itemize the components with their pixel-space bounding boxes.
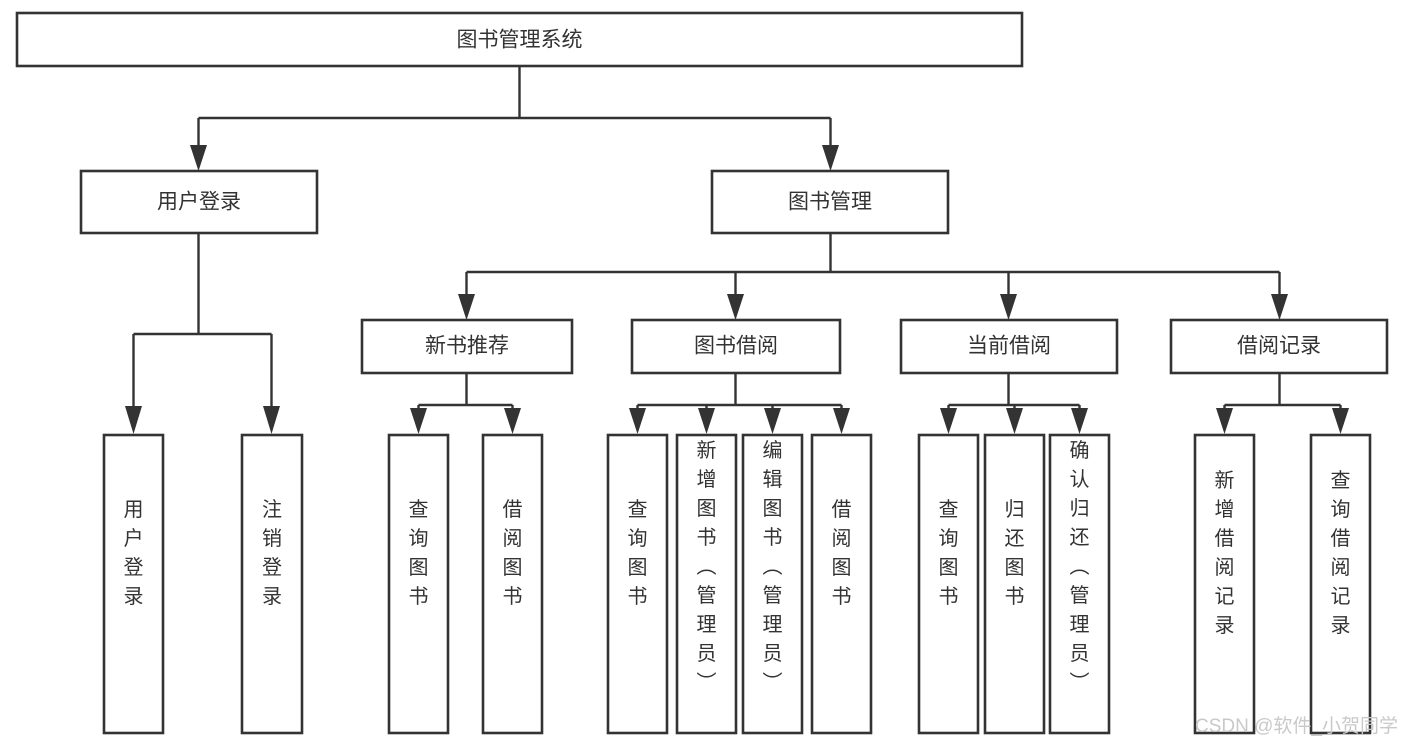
node-new-book-recommend-label: 新书推荐 <box>425 335 509 358</box>
arrow-borrow-record-leaf-2 <box>1332 408 1349 434</box>
leaf-borrow-record-1[interactable]: 新增借阅记录 <box>1193 433 1256 735</box>
arrow-user-login-leaf-2 <box>263 406 280 434</box>
leaf-new-book-1-box[interactable] <box>387 433 450 735</box>
leaf-new-book-2[interactable]: 借阅图书 <box>481 433 544 735</box>
leaf-book-borrow-2-box[interactable] <box>675 433 738 735</box>
leaf-user-login-1[interactable]: 用户登录 <box>102 433 165 735</box>
node-new-book-recommend-box[interactable] <box>360 318 574 375</box>
leaf-borrow-record-2-box[interactable] <box>1309 433 1372 735</box>
leaf-current-borrow-2-label: 归还图书 <box>1005 498 1025 608</box>
node-user-login-label: 用户登录 <box>157 191 241 214</box>
arrow-to-current-borrow <box>1000 294 1017 320</box>
arrow-current-borrow-leaf-2 <box>1006 408 1023 434</box>
node-root-box[interactable] <box>15 11 1024 68</box>
node-borrow-record[interactable]: 借阅记录 <box>1169 318 1389 375</box>
leaf-book-borrow-4[interactable]: 借阅图书 <box>810 433 873 735</box>
arrow-current-borrow-leaf-1 <box>940 408 957 434</box>
node-current-borrow[interactable]: 当前借阅 <box>899 318 1119 375</box>
leaf-new-book-1-label: 查询图书 <box>409 498 429 608</box>
leaf-current-borrow-3-box[interactable] <box>1048 433 1111 735</box>
node-root-label: 图书管理系统 <box>457 29 583 52</box>
node-book-manage[interactable]: 图书管理 <box>710 169 950 235</box>
arrow-user-login-leaf-1 <box>125 406 142 434</box>
leaf-book-borrow-1-box[interactable] <box>606 433 669 735</box>
connector-layer <box>125 66 1349 434</box>
leaf-current-borrow-3-label: 确认归还︵管理员︶ <box>1070 439 1090 694</box>
arrow-book-borrow-leaf-4 <box>833 408 850 434</box>
leaf-borrow-record-1-label: 新增借阅记录 <box>1215 469 1235 637</box>
leaf-user-login-2-label: 注销登录 <box>262 498 282 608</box>
leaf-book-borrow-1-label: 查询图书 <box>628 498 648 608</box>
node-user-login[interactable]: 用户登录 <box>79 169 319 235</box>
node-root[interactable]: 图书管理系统 <box>15 11 1024 68</box>
arrow-book-borrow-leaf-3 <box>764 408 781 434</box>
node-new-book-recommend[interactable]: 新书推荐 <box>360 318 574 375</box>
leaf-current-borrow-1-label: 查询图书 <box>939 498 959 608</box>
leaf-current-borrow-3[interactable]: 确认归还︵管理员︶ <box>1048 433 1111 735</box>
leaf-book-borrow-2-label: 新增图书︵管理员︶ <box>697 439 717 694</box>
arrow-book-borrow-leaf-2 <box>698 408 715 434</box>
node-current-borrow-label: 当前借阅 <box>967 335 1051 358</box>
leaf-book-borrow-4-box[interactable] <box>810 433 873 735</box>
leaf-user-login-2-box[interactable] <box>240 433 304 735</box>
arrow-current-borrow-leaf-3 <box>1071 408 1088 434</box>
arrow-new-book-leaf-2 <box>504 408 521 434</box>
leaf-book-borrow-1[interactable]: 查询图书 <box>606 433 669 735</box>
arrow-borrow-record-leaf-1 <box>1216 408 1233 434</box>
leaf-user-login-1-box[interactable] <box>102 433 165 735</box>
leaf-borrow-record-2[interactable]: 查询借阅记录 <box>1309 433 1372 735</box>
node-book-borrow-label: 图书借阅 <box>694 335 778 358</box>
leaf-current-borrow-1[interactable]: 查询图书 <box>917 433 980 735</box>
leaf-book-borrow-2[interactable]: 新增图书︵管理员︶ <box>675 433 738 735</box>
leaf-current-borrow-1-box[interactable] <box>917 433 980 735</box>
leaf-user-login-1-label: 用户登录 <box>124 499 144 608</box>
arrow-book-borrow-leaf-1 <box>629 408 646 434</box>
node-borrow-record-label: 借阅记录 <box>1237 335 1321 358</box>
node-book-manage-box[interactable] <box>710 169 950 235</box>
csdn-watermark: CSDN @软件_小贺同学 <box>1195 715 1398 737</box>
node-user-login-box[interactable] <box>79 169 319 235</box>
arrow-to-borrow-record <box>1271 294 1288 320</box>
leaf-borrow-record-2-label: 查询借阅记录 <box>1331 469 1351 637</box>
arrow-to-new-book <box>458 294 475 320</box>
leaf-current-borrow-2-box[interactable] <box>983 433 1046 735</box>
arrow-to-book-borrow <box>727 294 744 320</box>
leaf-user-login-2[interactable]: 注销登录 <box>240 433 304 735</box>
leaf-book-borrow-3-label: 编辑图书︵管理员︶ <box>763 439 783 694</box>
arrow-to-user-login <box>190 145 207 171</box>
node-current-borrow-box[interactable] <box>899 318 1119 375</box>
node-book-borrow[interactable]: 图书借阅 <box>630 318 842 375</box>
leaf-book-borrow-4-label: 借阅图书 <box>832 498 852 608</box>
leaf-new-book-1[interactable]: 查询图书 <box>387 433 450 735</box>
arrow-new-book-leaf-1 <box>410 408 427 434</box>
leaf-current-borrow-2[interactable]: 归还图书 <box>983 433 1046 735</box>
arrow-to-book-manage <box>822 145 839 171</box>
leaf-new-book-2-label: 借阅图书 <box>503 498 523 608</box>
node-book-manage-label: 图书管理 <box>788 191 872 214</box>
node-borrow-record-box[interactable] <box>1169 318 1389 375</box>
leaf-new-book-2-box[interactable] <box>481 433 544 735</box>
leaf-book-borrow-3[interactable]: 编辑图书︵管理员︶ <box>741 433 804 735</box>
leaf-book-borrow-3-box[interactable] <box>741 433 804 735</box>
node-book-borrow-box[interactable] <box>630 318 842 375</box>
leaf-borrow-record-1-box[interactable] <box>1193 433 1256 735</box>
